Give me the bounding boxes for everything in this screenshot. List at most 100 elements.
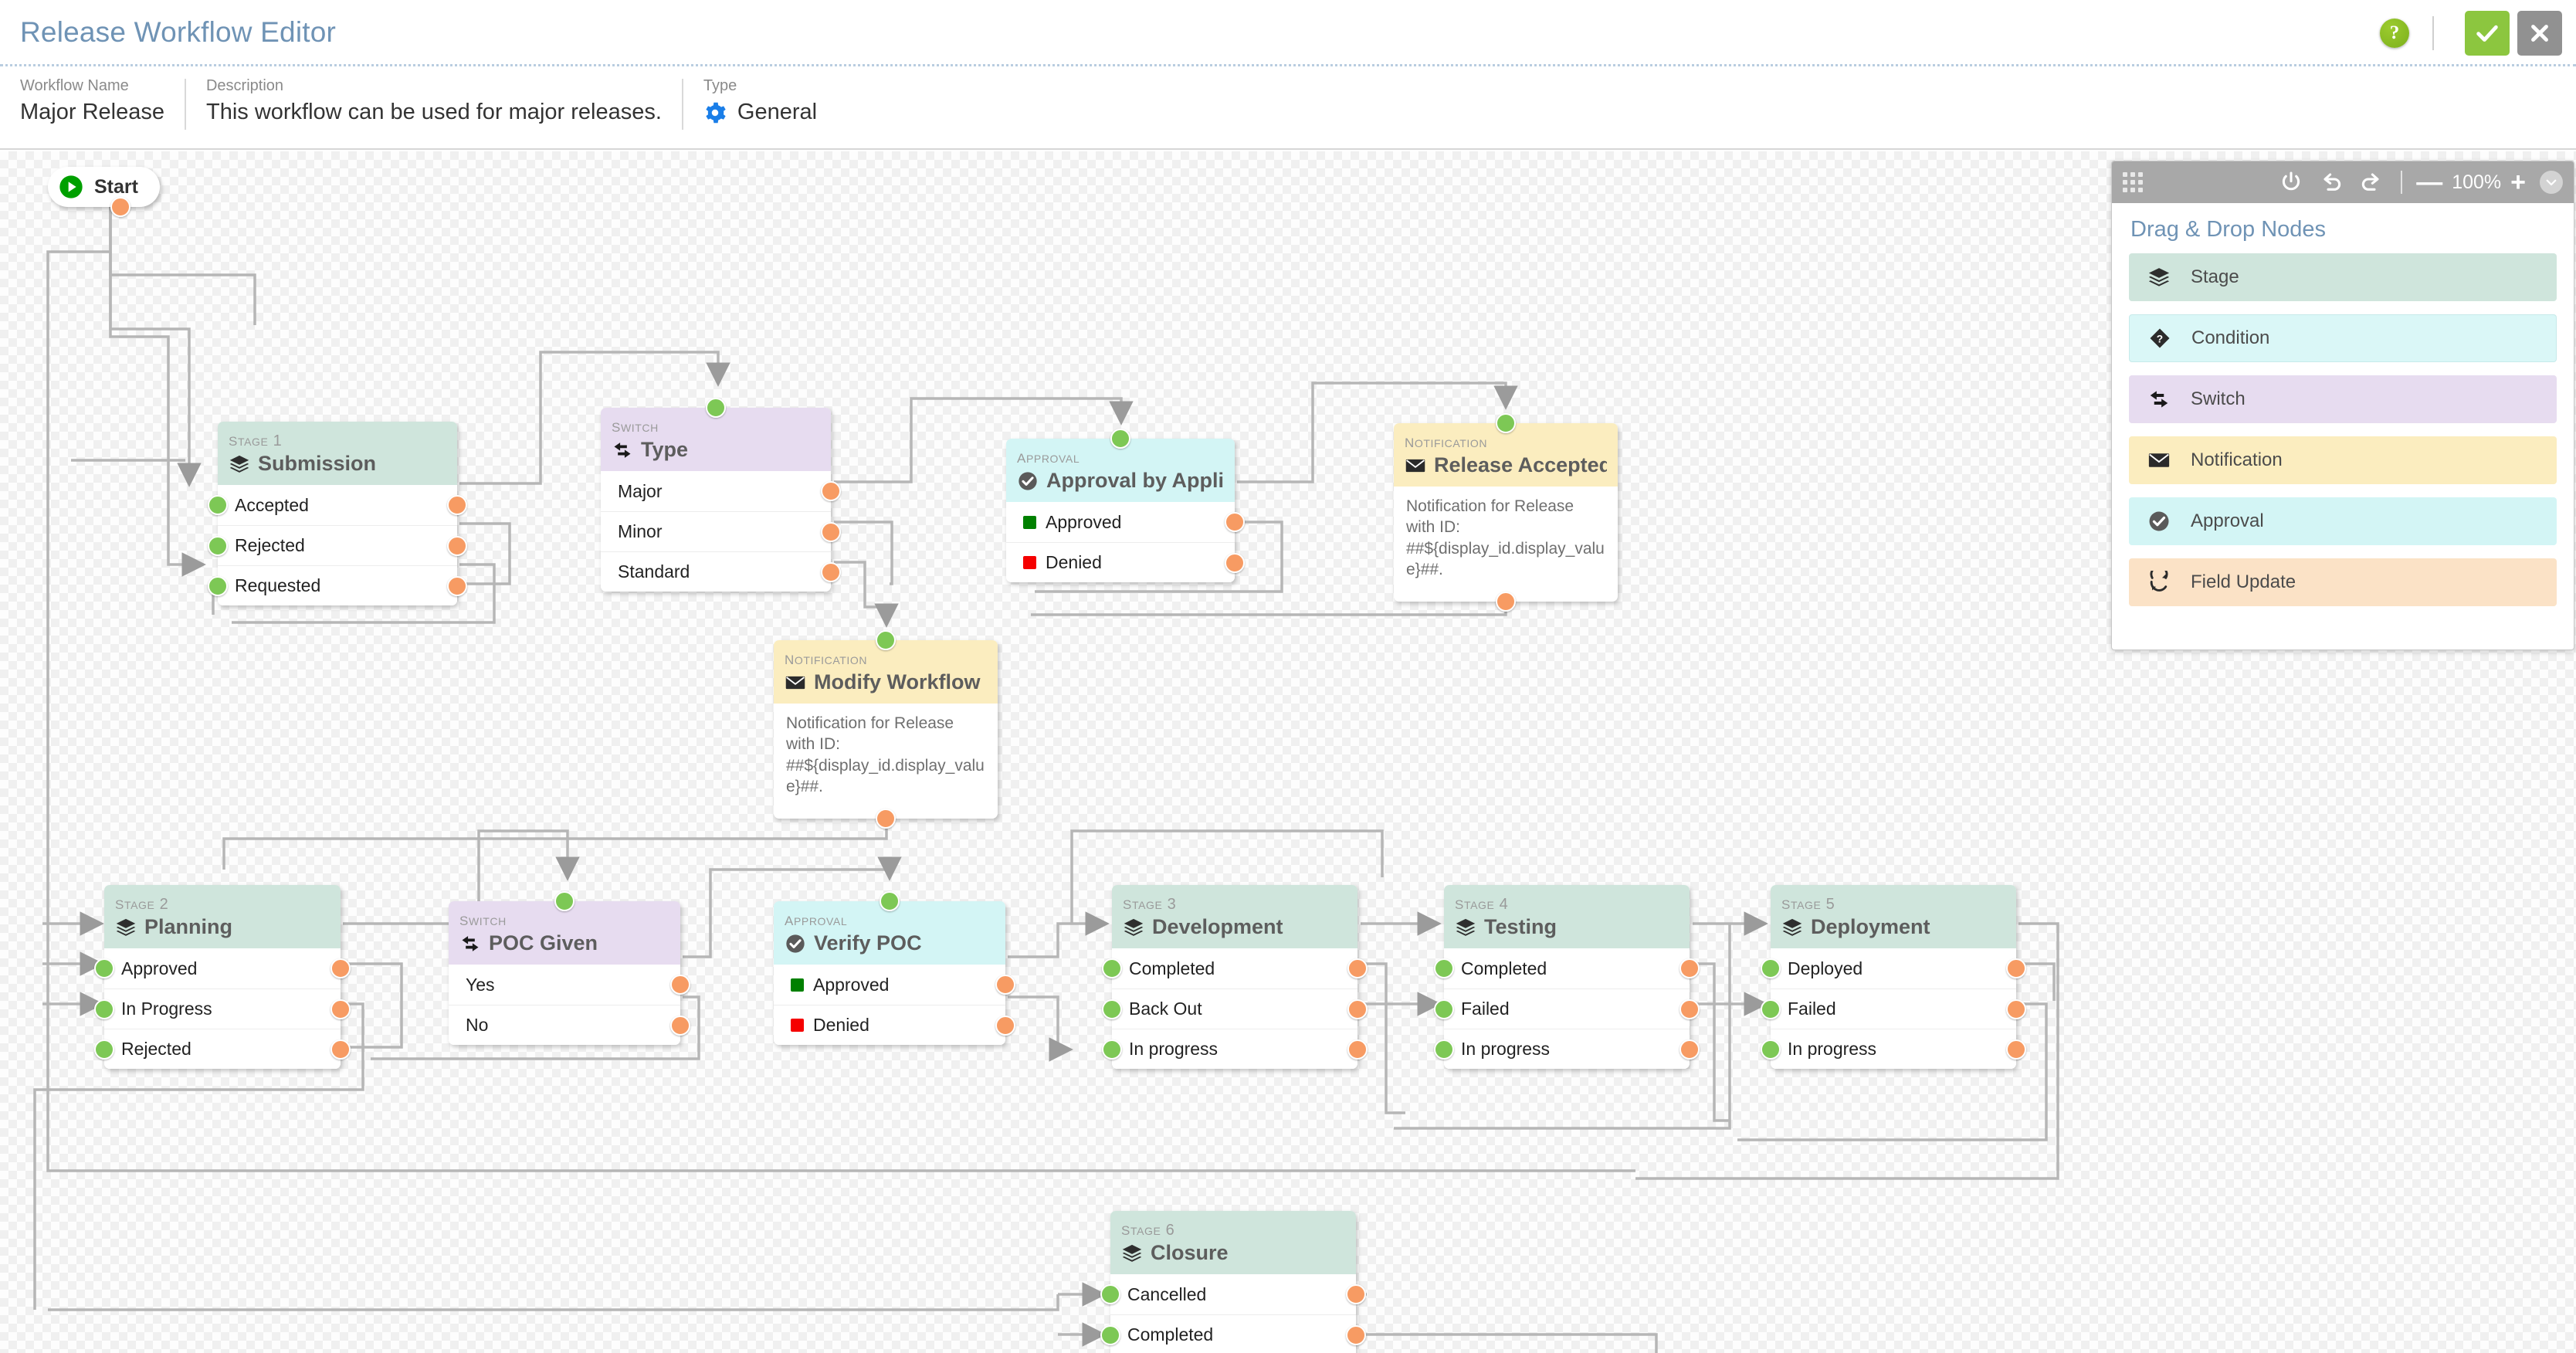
node-bottom-port[interactable]	[1496, 592, 1516, 612]
node-row[interactable]: Accepted	[208, 485, 467, 525]
palette-item-switch[interactable]: Switch	[2129, 375, 2557, 423]
cancel-button[interactable]	[2517, 11, 2562, 56]
node-row[interactable]: Denied	[1006, 542, 1245, 582]
row-out-port[interactable]	[1347, 1039, 1368, 1060]
row-out-port[interactable]	[447, 535, 467, 556]
row-in-port[interactable]	[1100, 1324, 1120, 1345]
row-out-port[interactable]	[2006, 958, 2026, 978]
row-out-port[interactable]	[821, 521, 841, 542]
row-in-port[interactable]	[94, 999, 114, 1019]
row-in-port[interactable]	[1761, 958, 1781, 978]
row-out-port[interactable]	[670, 1015, 690, 1036]
node-row[interactable]: No	[449, 1005, 690, 1045]
row-out-port[interactable]	[2006, 1039, 2026, 1060]
node-row[interactable]: Failed	[1761, 988, 2026, 1029]
node-bottom-port[interactable]	[876, 809, 896, 829]
node-top-port[interactable]	[876, 630, 896, 650]
row-in-port[interactable]	[94, 1039, 114, 1060]
palette-item-condition[interactable]: ?Condition	[2129, 314, 2557, 362]
row-out-port[interactable]	[1347, 958, 1368, 978]
help-circle-icon[interactable]: ?	[2380, 19, 2409, 48]
node-top-port[interactable]	[706, 398, 726, 418]
row-out-port[interactable]	[995, 975, 1015, 995]
node-release-accepted[interactable]: NotificationRelease AcceptedNotification…	[1394, 413, 1618, 612]
row-in-port[interactable]	[1434, 958, 1454, 978]
node-row[interactable]: Completed	[1434, 948, 1700, 988]
node-row[interactable]: Back Out	[1102, 988, 1368, 1029]
row-out-port[interactable]	[1679, 999, 1700, 1019]
node-row[interactable]: Requested	[208, 565, 467, 605]
row-in-port[interactable]	[1102, 999, 1122, 1019]
node-top-port[interactable]	[880, 891, 900, 911]
palette-item-notification[interactable]: Notification	[2129, 436, 2557, 484]
node-row[interactable]: Yes	[449, 965, 690, 1005]
node-top-port[interactable]	[1496, 413, 1516, 433]
row-out-port[interactable]	[1225, 512, 1245, 532]
row-in-port[interactable]	[1434, 999, 1454, 1019]
node-row[interactable]: In progress	[1434, 1029, 1700, 1069]
row-out-port[interactable]	[447, 575, 467, 596]
node-row[interactable]: Approved	[1006, 502, 1245, 542]
row-in-port[interactable]	[94, 958, 114, 978]
drag-handle-icon[interactable]	[2123, 172, 2143, 192]
zoom-out-button[interactable]: —	[2416, 168, 2443, 197]
palette-item-field-update[interactable]: Field Update	[2129, 558, 2557, 606]
node-closure[interactable]: Stage 6ClosureCancelledCompletedFailedIn…	[1100, 1211, 1366, 1353]
node-row[interactable]: Denied	[774, 1005, 1015, 1045]
row-out-port[interactable]	[1346, 1324, 1366, 1345]
redo-icon[interactable]	[2359, 170, 2384, 195]
start-out-port[interactable]	[110, 197, 130, 217]
node-row[interactable]: Rejected	[208, 525, 467, 565]
node-approval-by-application[interactable]: ApprovalApproval by Appli...ApprovedDeni…	[1006, 429, 1245, 582]
row-out-port[interactable]	[1347, 999, 1368, 1019]
row-out-port[interactable]	[1679, 958, 1700, 978]
node-row[interactable]: Approved	[774, 965, 1015, 1005]
row-out-port[interactable]	[670, 975, 690, 995]
row-in-port[interactable]	[1100, 1284, 1120, 1304]
node-row[interactable]: In progress	[1761, 1029, 2026, 1069]
node-row[interactable]: Failed	[1434, 988, 1700, 1029]
node-row[interactable]: Completed	[1102, 948, 1368, 988]
node-top-port[interactable]	[1110, 429, 1130, 449]
row-out-port[interactable]	[330, 1039, 351, 1060]
undo-icon[interactable]	[2319, 170, 2344, 195]
node-row[interactable]: Completed	[1100, 1314, 1366, 1353]
row-out-port[interactable]	[1225, 552, 1245, 573]
node-row[interactable]: Standard	[601, 551, 841, 592]
node-row[interactable]: In progress	[1102, 1029, 1368, 1069]
palette-item-stage[interactable]: Stage	[2129, 253, 2557, 301]
row-out-port[interactable]	[330, 958, 351, 978]
row-out-port[interactable]	[821, 481, 841, 501]
row-in-port[interactable]	[1102, 958, 1122, 978]
row-in-port[interactable]	[1102, 1039, 1122, 1060]
save-button[interactable]	[2465, 11, 2510, 56]
row-in-port[interactable]	[1761, 1039, 1781, 1060]
node-submission[interactable]: Stage 1SubmissionAcceptedRejectedRequest…	[208, 422, 467, 605]
row-in-port[interactable]	[1761, 999, 1781, 1019]
node-row[interactable]: In Progress	[94, 988, 351, 1029]
zoom-in-button[interactable]: +	[2510, 168, 2526, 197]
node-row[interactable]: Cancelled	[1100, 1274, 1366, 1314]
row-out-port[interactable]	[447, 495, 467, 515]
palette-item-approval[interactable]: Approval	[2129, 497, 2557, 545]
node-top-port[interactable]	[554, 891, 575, 911]
node-row[interactable]: Rejected	[94, 1029, 351, 1069]
node-row[interactable]: Approved	[94, 948, 351, 988]
row-in-port[interactable]	[208, 495, 228, 515]
row-in-port[interactable]	[208, 575, 228, 596]
row-out-port[interactable]	[330, 999, 351, 1019]
row-out-port[interactable]	[995, 1015, 1015, 1036]
row-out-port[interactable]	[2006, 999, 2026, 1019]
row-out-port[interactable]	[821, 561, 841, 582]
workflow-canvas[interactable]: Start End Stage 1SubmissionAcceptedRejec…	[0, 151, 2576, 1353]
node-modify-workflow[interactable]: NotificationModify WorkflowNotification …	[774, 630, 998, 829]
row-out-port[interactable]	[1346, 1284, 1366, 1304]
node-row[interactable]: Deployed	[1761, 948, 2026, 988]
row-in-port[interactable]	[208, 535, 228, 556]
